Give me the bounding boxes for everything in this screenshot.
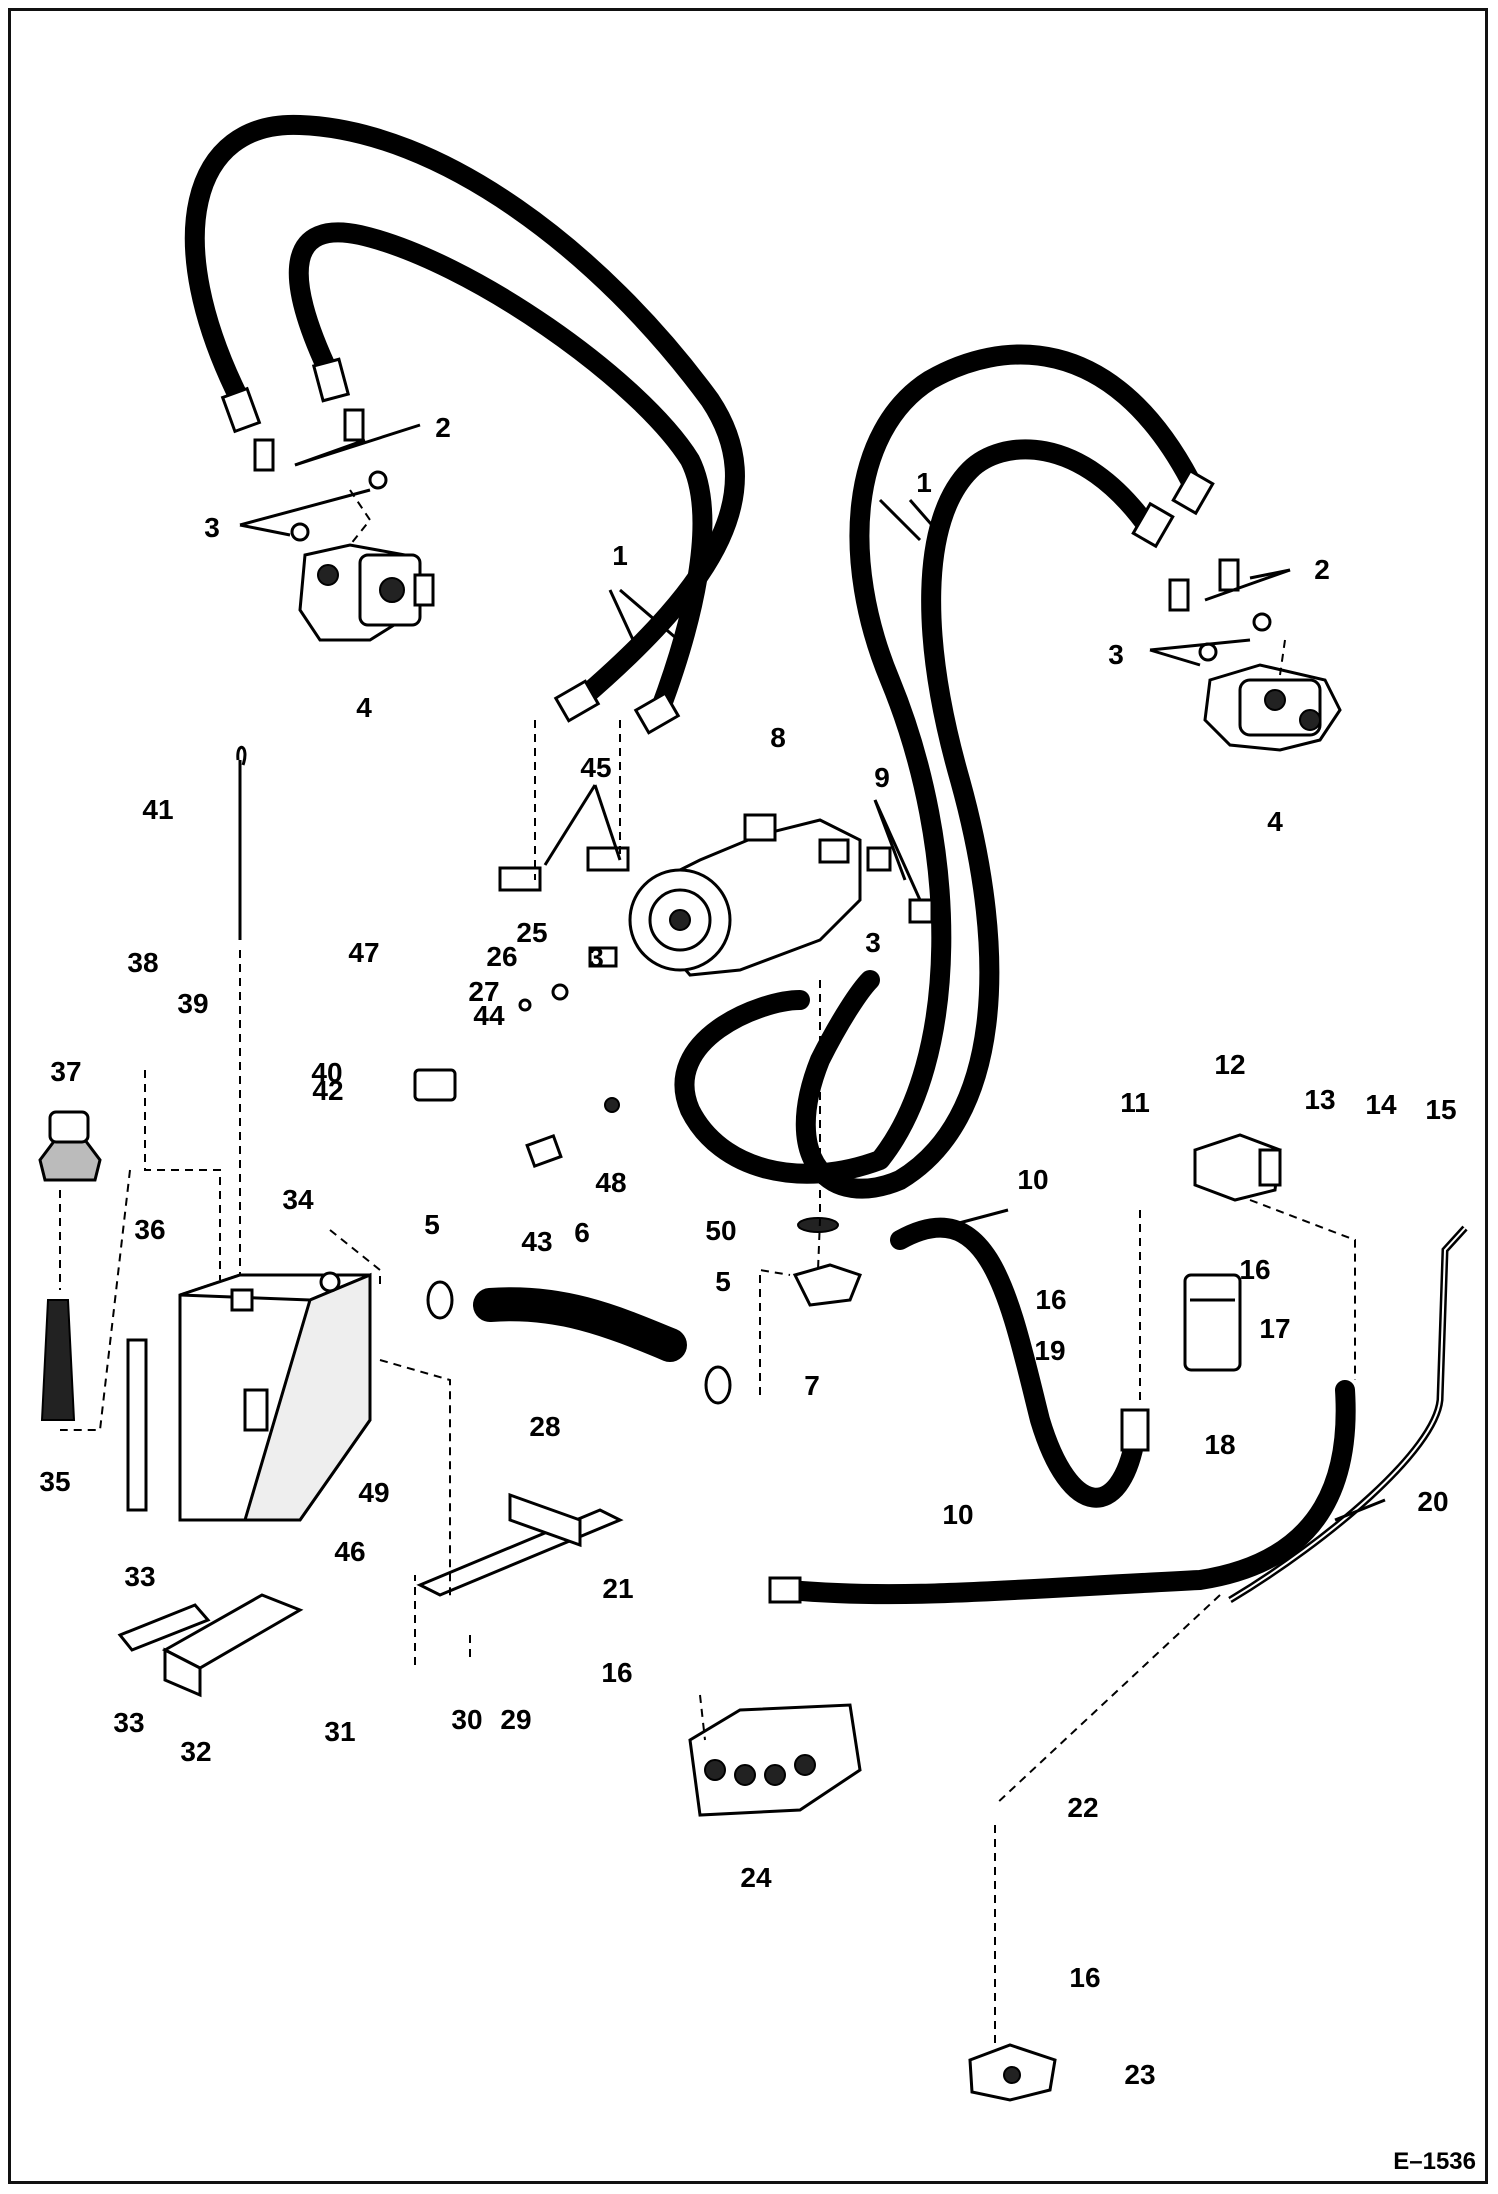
callout-32: 32	[180, 1736, 212, 1767]
callout-11: 11	[1120, 1087, 1150, 1118]
hose-10-upper	[890, 1217, 1150, 1508]
manifold-block	[792, 1217, 862, 1307]
callout-12: 12	[1214, 1049, 1246, 1080]
callout-17: 17	[1259, 1313, 1291, 1344]
callout-20: 20	[1417, 1486, 1449, 1517]
callout-39-upper: 39	[177, 988, 209, 1019]
oil-filter	[1183, 1273, 1242, 1372]
callout-36: 36	[134, 1214, 166, 1245]
callout-28: 28	[529, 1411, 561, 1442]
tank-bracket	[161, 1593, 304, 1698]
tank-strip	[117, 1338, 211, 1652]
hose-left-drive-outer	[184, 114, 745, 710]
support-bar	[416, 1492, 624, 1597]
callout-16-c: 16	[601, 1657, 633, 1688]
callout-5-right: 5	[715, 1266, 731, 1297]
diagram-frame	[8, 8, 1488, 2184]
leader-lines	[239, 423, 1386, 1522]
callout-2-left: 2	[435, 412, 451, 443]
callout-14: 14	[1365, 1089, 1397, 1120]
dipstick	[236, 746, 247, 940]
callout-23: 23	[1124, 2059, 1156, 2090]
callout-1-right: 1	[916, 467, 932, 498]
callout-22: 22	[1067, 1792, 1099, 1823]
callout-21: 21	[602, 1573, 634, 1604]
fittings-42-43	[413, 1068, 620, 1169]
tube-20	[1228, 1225, 1468, 1604]
callout-3-left: 3	[204, 512, 220, 543]
callout-19: 19	[1034, 1335, 1066, 1366]
callout-50: 50	[705, 1215, 737, 1246]
callout-6: 6	[574, 1217, 590, 1248]
callout-30: 30	[451, 1704, 483, 1735]
callout-7: 7	[804, 1370, 820, 1401]
callout-44: 44	[473, 1000, 505, 1031]
right-drive-motor	[1203, 663, 1342, 752]
callout-45: 45	[580, 752, 612, 783]
filler-spring	[40, 1299, 76, 1421]
breather-cap	[38, 1110, 102, 1182]
right-motor-fittings	[1168, 558, 1272, 662]
callout-42: 42	[312, 1075, 344, 1106]
callout-43: 43	[521, 1226, 553, 1257]
callout-27: 27	[468, 976, 500, 1007]
hose-left-drive-inner	[288, 222, 713, 720]
callout-16-b: 16	[1239, 1254, 1271, 1285]
callout-13: 13	[1304, 1084, 1336, 1115]
callout-35: 35	[39, 1466, 71, 1497]
hydrostatic-pump	[628, 813, 862, 977]
callout-3-pump-right: 3	[865, 927, 881, 958]
callout-3-pump-left: 3	[588, 942, 604, 973]
hose-10-lower	[768, 1380, 1356, 1605]
left-drive-motor	[298, 543, 435, 642]
callout-9: 9	[874, 762, 890, 793]
hose-right-drive-outer	[674, 344, 1200, 1184]
callout-37: 37	[50, 1056, 82, 1087]
callout-10-upper: 10	[1017, 1164, 1049, 1195]
callout-33-lower: 33	[113, 1707, 145, 1738]
callout-4-left: 4	[356, 692, 372, 723]
fitting-group	[220, 357, 1215, 735]
hydraulic-tank	[178, 1271, 372, 1522]
callout-29: 29	[500, 1704, 532, 1735]
callout-2-right: 2	[1314, 554, 1330, 585]
callout-31: 31	[324, 1716, 356, 1747]
hose-right-drive-inner	[795, 439, 1160, 1199]
callout-49: 49	[358, 1477, 390, 1508]
callout-18: 18	[1204, 1429, 1236, 1460]
callout-8: 8	[770, 722, 786, 753]
callout-40: 40	[311, 1057, 343, 1088]
callout-46: 46	[334, 1536, 366, 1567]
oil-filter-head	[1193, 1133, 1282, 1202]
callout-33-upper: 33	[124, 1561, 156, 1592]
tilt-block	[968, 2043, 1057, 2102]
callout-38: 38	[127, 947, 159, 978]
callout-16-a: 16	[1035, 1284, 1067, 1315]
callout-1-left: 1	[612, 540, 628, 571]
suction-hose	[426, 1280, 732, 1405]
callout-4-right: 4	[1267, 806, 1283, 837]
callout-16-d: 16	[1069, 1962, 1101, 1993]
callout-48: 48	[595, 1167, 627, 1198]
pump-fittings	[498, 846, 934, 1012]
callout-10-lower: 10	[942, 1499, 974, 1530]
callout-3-right: 3	[1108, 639, 1124, 670]
callout-41: 41	[142, 794, 174, 825]
callout-25: 25	[516, 917, 548, 948]
callout-26: 26	[486, 941, 518, 972]
callout-34: 34	[282, 1184, 314, 1215]
callout-47: 47	[348, 937, 380, 968]
callout-15: 15	[1425, 1094, 1457, 1125]
callout-5-left: 5	[424, 1209, 440, 1240]
left-motor-fittings	[253, 408, 388, 542]
assembly-lines	[59, 489, 1356, 2045]
figure-id: E–1536	[1393, 2148, 1476, 2175]
callout-24: 24	[740, 1862, 772, 1893]
control-valve	[688, 1703, 862, 1817]
